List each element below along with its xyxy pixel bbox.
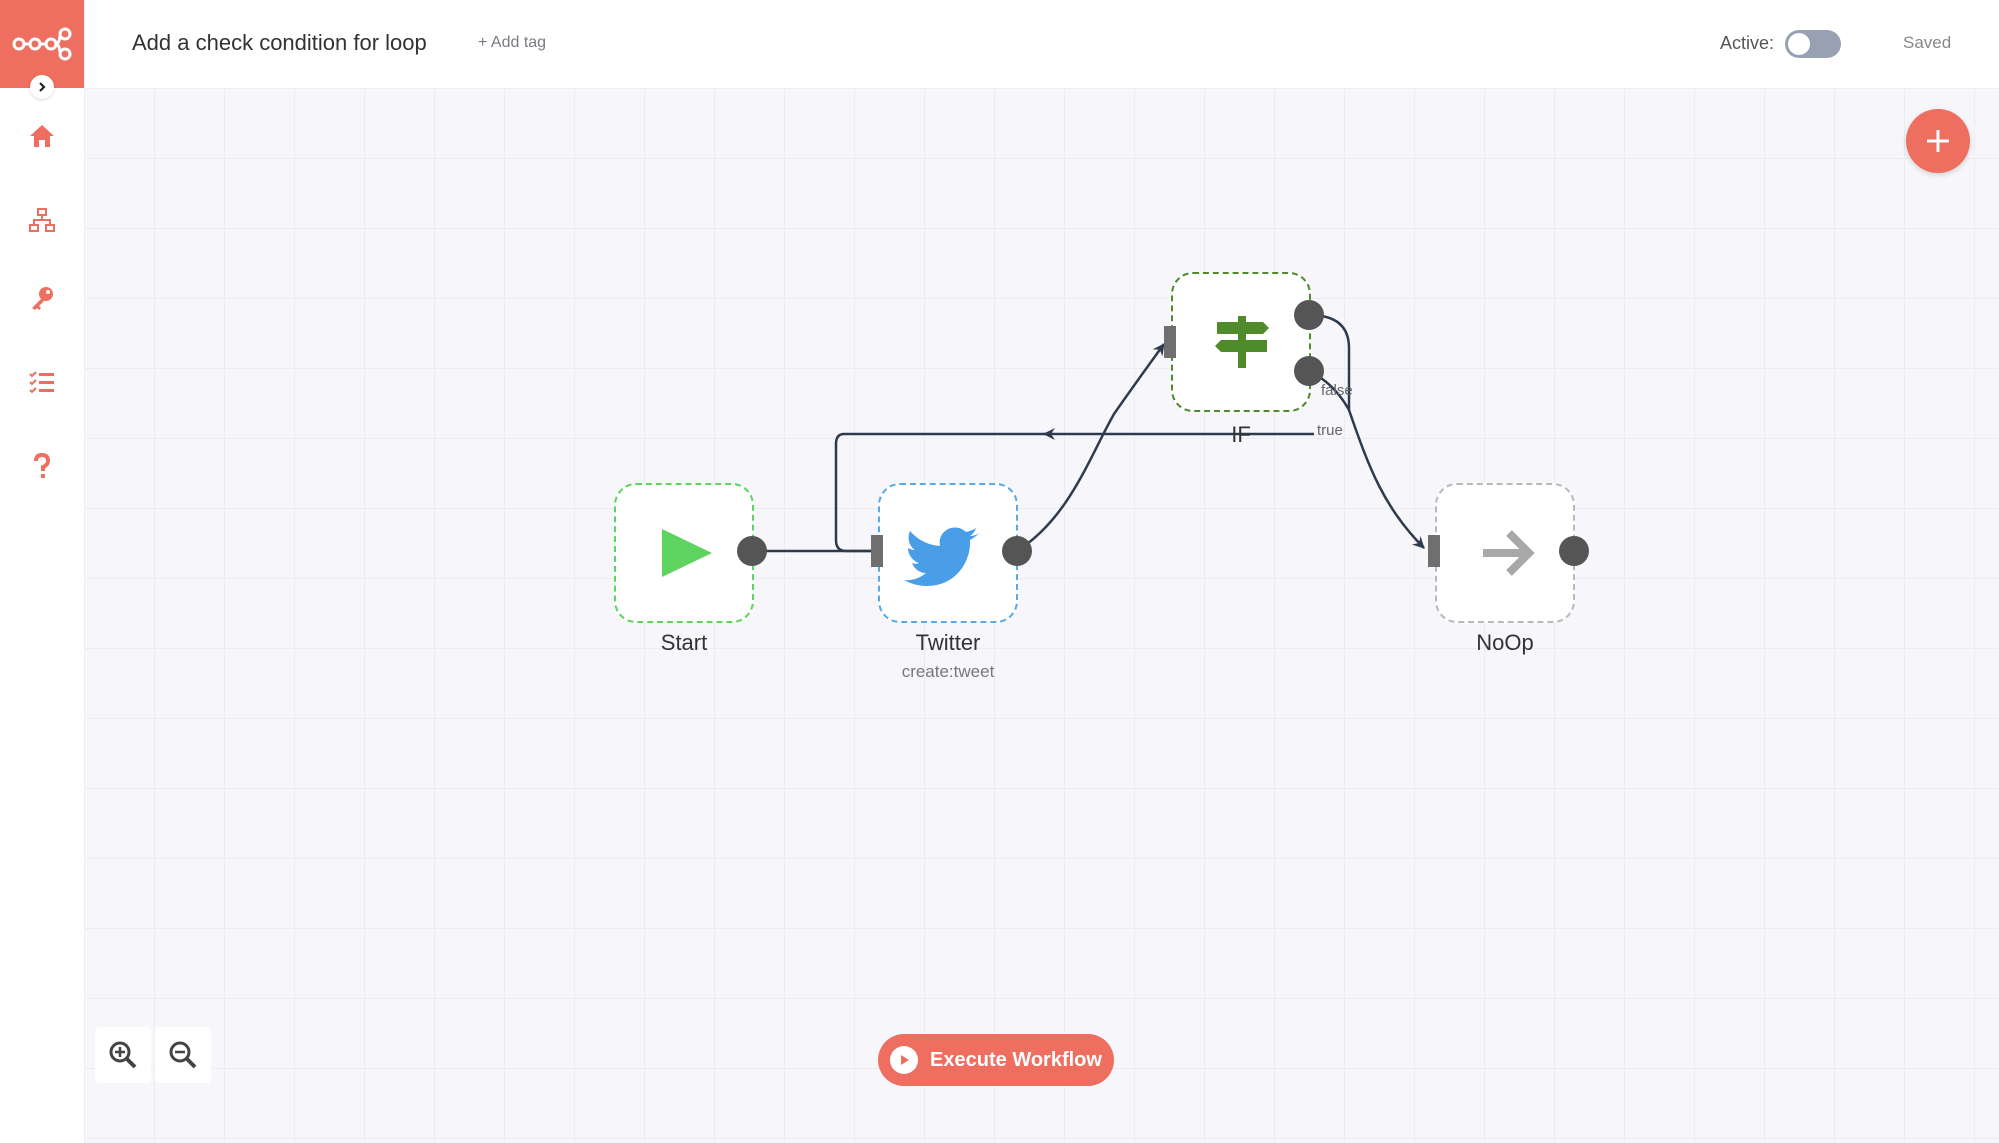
twitter-input-handle[interactable]: [871, 535, 883, 567]
node-if[interactable]: [1171, 272, 1311, 412]
play-icon: [662, 529, 712, 577]
tasks-icon[interactable]: [22, 362, 62, 402]
start-output-handle[interactable]: [737, 536, 767, 566]
if-true-output-handle[interactable]: [1294, 300, 1324, 330]
zoom-in-button[interactable]: [95, 1027, 151, 1083]
toggle-knob: [1788, 33, 1810, 55]
active-label: Active:: [1720, 33, 1775, 53]
plus-icon: [1927, 130, 1949, 152]
node-twitter-subtitle: create:tweet: [901, 662, 995, 681]
sitemap-icon[interactable]: [22, 200, 62, 240]
saved-status: Saved: [1903, 33, 1952, 52]
noop-input-handle[interactable]: [1428, 535, 1440, 567]
edge-twitter-if: [1016, 343, 1166, 553]
execute-workflow-button[interactable]: Execute Workflow: [878, 1034, 1114, 1086]
workflow-title[interactable]: Add a check condition for loop: [132, 30, 427, 55]
node-noop-label: NoOp: [1476, 630, 1534, 655]
header: Add a check condition for loop + Add tag…: [84, 0, 1999, 89]
node-noop[interactable]: [1435, 483, 1575, 623]
signpost-icon: [1215, 316, 1269, 368]
question-icon[interactable]: [22, 446, 62, 486]
connections: [752, 313, 1425, 553]
execute-workflow-label: Execute Workflow: [930, 1048, 1102, 1071]
node-start-label: Start: [660, 630, 708, 655]
n8n-logo-icon[interactable]: [0, 0, 84, 88]
sidebar-expand-button[interactable]: [30, 75, 54, 99]
chevron-right-icon: [39, 82, 46, 92]
play-circle-icon: [890, 1046, 919, 1074]
if-false-output-handle[interactable]: [1294, 356, 1324, 386]
twitter-output-handle[interactable]: [1002, 536, 1032, 566]
zoom-in-icon: [109, 1041, 137, 1069]
noop-output-handle[interactable]: [1559, 536, 1589, 566]
twitter-icon: [904, 527, 980, 586]
edge-if-false-noop: [1308, 313, 1425, 549]
if-false-label: false: [1321, 382, 1353, 399]
node-if-label: IF: [1231, 422, 1251, 447]
zoom-out-icon: [169, 1041, 197, 1069]
node-start[interactable]: [614, 483, 754, 623]
node-twitter[interactable]: [878, 483, 1018, 623]
active-toggle[interactable]: [1785, 30, 1841, 58]
add-tag-button[interactable]: + Add tag: [478, 34, 547, 51]
add-node-button[interactable]: [1906, 109, 1970, 173]
zoom-out-button[interactable]: [155, 1027, 211, 1083]
key-icon[interactable]: [22, 278, 62, 318]
if-true-label: true: [1317, 422, 1343, 439]
edge-if-true-twitter: [834, 432, 1314, 553]
home-icon[interactable]: [22, 116, 62, 156]
sidebar: [0, 0, 85, 1143]
workflow-canvas[interactable]: Start Twitter create:tweet IF false true…: [84, 88, 1999, 1143]
if-input-handle[interactable]: [1164, 326, 1176, 358]
node-twitter-label: Twitter: [915, 630, 981, 655]
arrow-right-icon: [1483, 530, 1535, 576]
